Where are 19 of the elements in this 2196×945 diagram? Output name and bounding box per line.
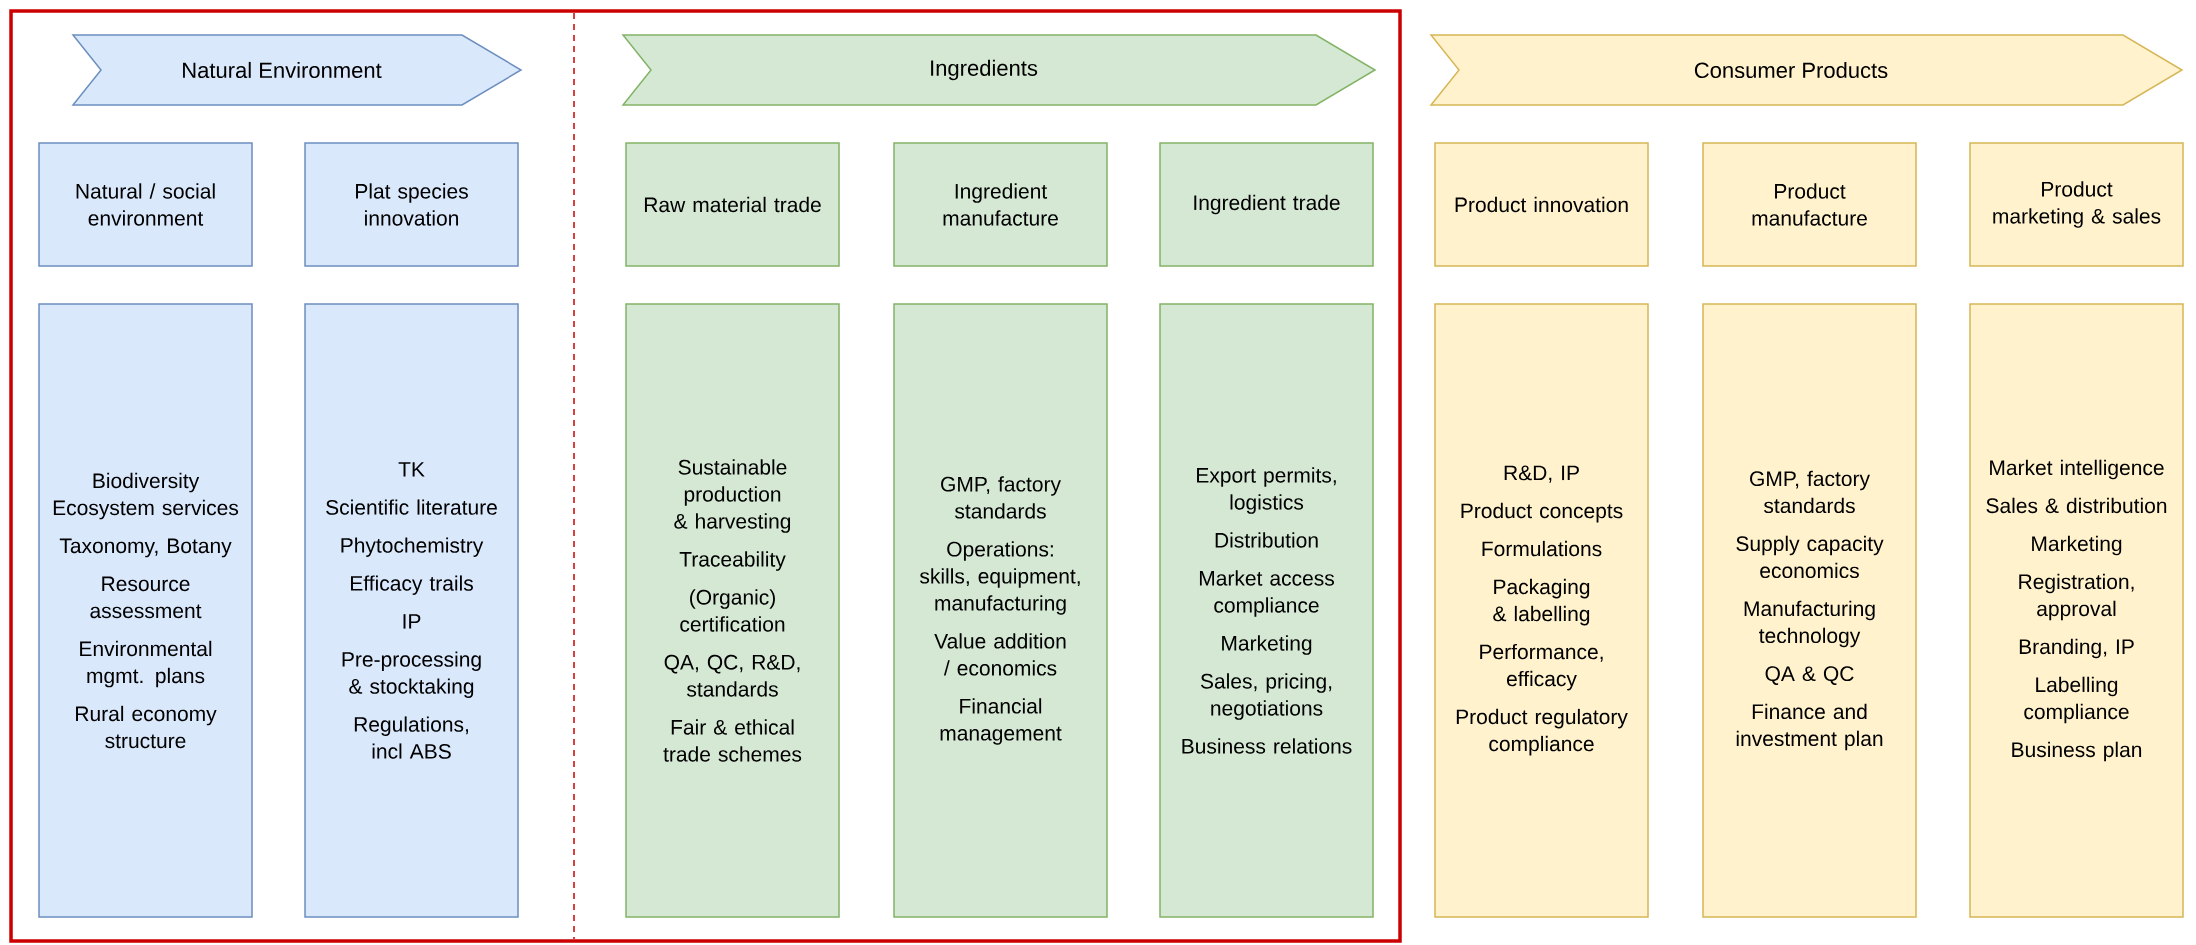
chevron-banner: Consumer Products — [1429, 34, 2184, 106]
category-box: Plat species innovation — [304, 142, 519, 267]
category-box: Product innovation — [1434, 142, 1649, 267]
activity-list-box: Export permits, logistics Distribution Market access compliance Marketing Sales, pricing, negotiations Business relations — [1159, 303, 1374, 918]
activity-list-box: R&D, IP Product concepts Formulations Packaging & labelling Performance, efficacy Product regulatory compliance — [1434, 303, 1649, 918]
activity-list-box: TK Scientific literature Phytochemistry Efficacy trails IP Pre-processing & stocktaking Regulations, incl ABS — [304, 303, 519, 918]
category-box: Ingredient manufacture — [893, 142, 1108, 267]
category-box: Ingredient trade — [1159, 142, 1374, 267]
activity-list-box: Biodiversity Ecosystem services Taxonomy, Botany Resource assessment Environmental mgmt. plans Rural economy structure — [38, 303, 253, 918]
activity-list-box: Sustainable production & harvesting Traceability (Organic) certification QA, QC, R&D, standards Fair & ethical trade schemes — [625, 303, 840, 918]
category-box: Raw material trade — [625, 142, 840, 267]
activity-list-box: GMP, factory standards Supply capacity economics Manufacturing technology QA & QC Finance and investment plan — [1702, 303, 1917, 918]
activity-list-box: Market intelligence Sales & distribution Marketing Registration, approval Branding, IP Labelling compliance Business plan — [1969, 303, 2184, 918]
category-box: Product marketing & sales — [1969, 142, 2184, 267]
activity-list-box: GMP, factory standards Operations: skills, equipment, manufacturing Value addition / economics Financial management — [893, 303, 1108, 918]
chevron-banner: Ingredients — [621, 34, 1377, 106]
chevron-banner: Natural Environment — [71, 34, 523, 106]
category-box: Natural / social environment — [38, 142, 253, 267]
category-box: Product manufacture — [1702, 142, 1917, 267]
